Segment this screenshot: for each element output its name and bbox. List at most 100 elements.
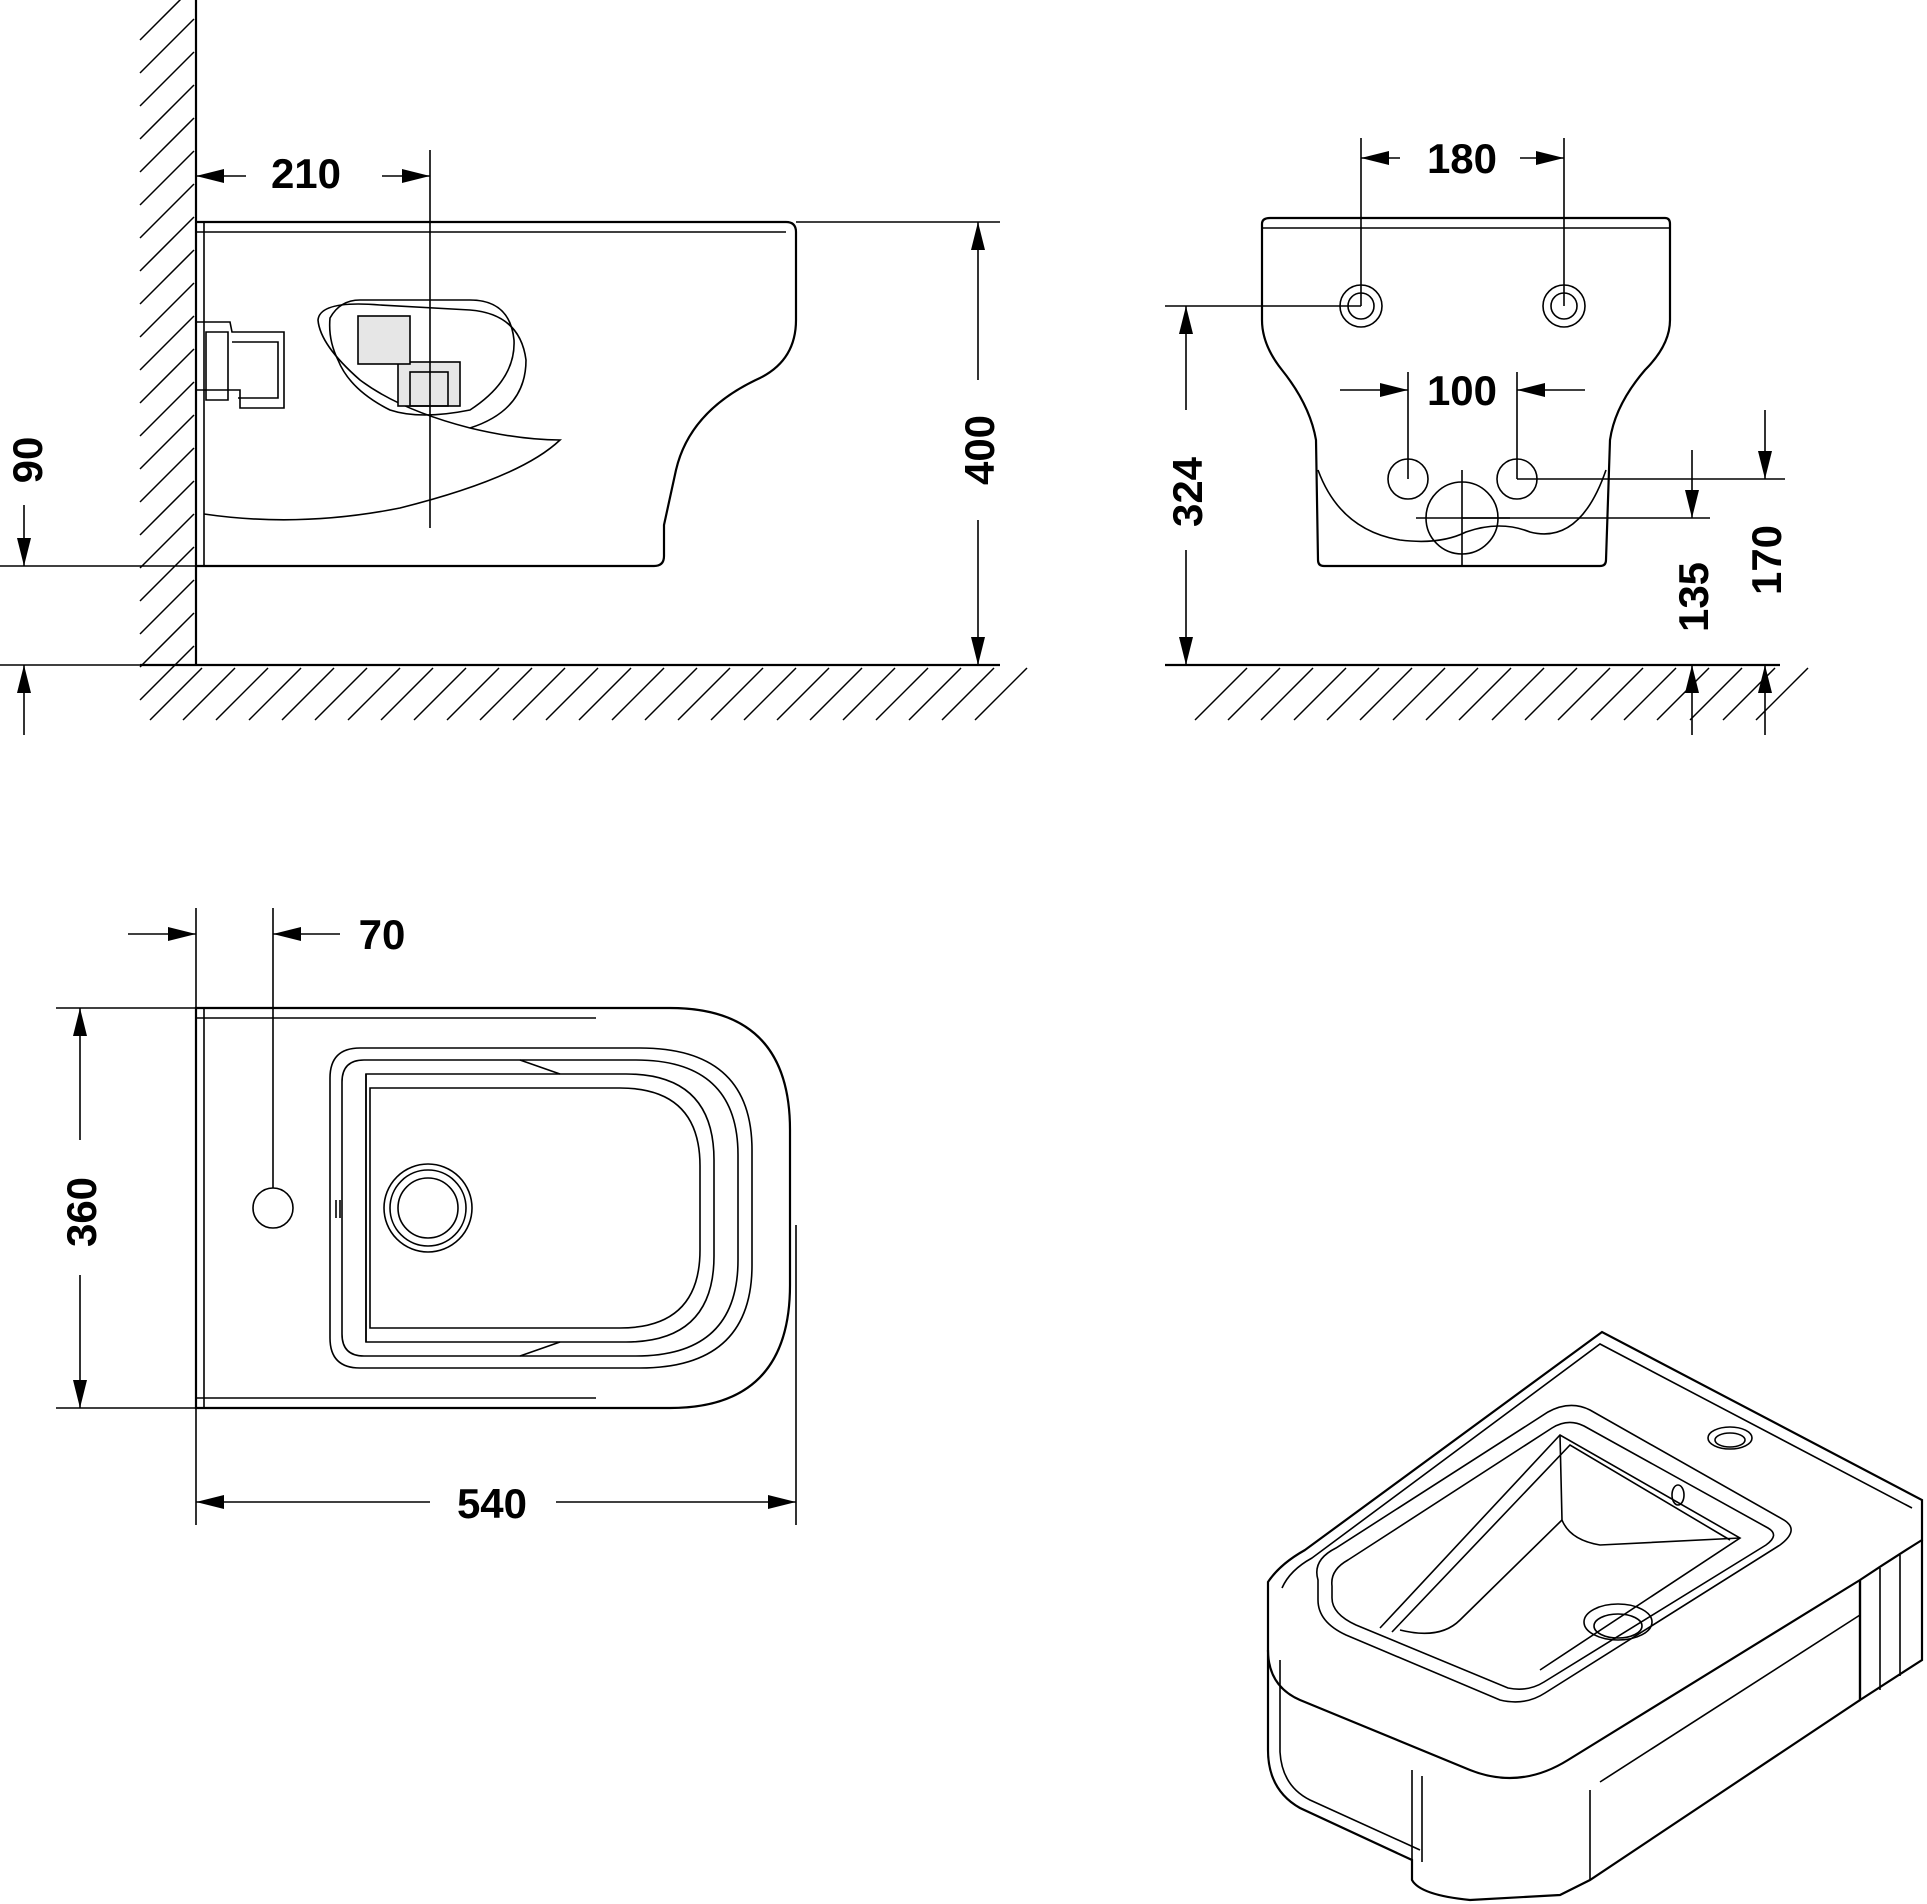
hatch-line [1392, 667, 1446, 721]
hatch-line [139, 612, 195, 668]
hatch-line [248, 667, 302, 721]
dim-540: 540 [457, 1480, 527, 1527]
side-outlet-section [397, 361, 461, 407]
hatch-line [139, 216, 195, 272]
top-view: 70 360 540 [56, 908, 797, 1527]
hatch-line [1458, 667, 1512, 721]
hatch-line [1227, 667, 1281, 721]
side-inlet-fitting-2 [205, 331, 279, 401]
hatch-line [139, 249, 195, 305]
side-view: 210 400 90 [0, 0, 1028, 735]
hatch-line [347, 667, 401, 721]
hatch-line [809, 667, 863, 721]
hatch-line [479, 667, 533, 721]
hatch-line [380, 667, 434, 721]
side-bowl-inner [328, 299, 515, 416]
iso-side-face [1858, 1540, 1924, 1703]
top-rim-outer [329, 1047, 753, 1369]
isometric-view [1266, 1330, 1924, 1902]
top-body-outline [194, 1006, 792, 1410]
hatch-line [1425, 667, 1479, 721]
dim-180: 180 [1427, 135, 1497, 182]
hatch-line [139, 447, 195, 503]
hatch-line [139, 348, 195, 404]
hatch-line [974, 667, 1028, 721]
side-outlet-inner [409, 371, 449, 407]
iso-overflow [1671, 1484, 1685, 1506]
dim-90: 90 [4, 437, 51, 484]
hatch-line [875, 667, 929, 721]
hatch-line [139, 645, 195, 701]
hatch-line [512, 667, 566, 721]
hatch-line [139, 513, 195, 569]
iso-rim-line [1281, 1343, 1913, 1589]
hatch-line [644, 667, 698, 721]
wall-hatch [139, 0, 195, 701]
hatch-line [710, 667, 764, 721]
iso-tap-hole [1707, 1426, 1753, 1450]
side-bowl-section [203, 303, 563, 521]
iso-top-surface [1266, 1330, 1924, 1780]
hatch-line [182, 667, 236, 721]
iso-bowl-inner [1331, 1421, 1775, 1690]
top-tap-hole [252, 1187, 294, 1229]
hatch-line [139, 381, 195, 437]
hatch-line [1590, 667, 1644, 721]
hatch-line [1260, 667, 1314, 721]
iso-bowl-rim [1316, 1404, 1792, 1703]
hatch-line [908, 667, 962, 721]
hatch-line [1524, 667, 1578, 721]
dim-70: 70 [359, 911, 406, 958]
iso-bowl-wall [1379, 1433, 1742, 1671]
dim-324: 324 [1164, 456, 1211, 527]
hatch-line [281, 667, 335, 721]
hatch-line [941, 667, 995, 721]
front-body-outline [1260, 216, 1672, 568]
dim-170: 170 [1743, 525, 1790, 595]
hatch-line [139, 150, 195, 206]
hatch-line [842, 667, 896, 721]
hatch-line [1557, 667, 1611, 721]
hatch-line [743, 667, 797, 721]
hatch-line [1623, 667, 1677, 721]
dim-360: 360 [58, 1177, 105, 1247]
side-inlet-fitting [196, 321, 285, 409]
hatch-line [139, 18, 195, 74]
hatch-line [139, 117, 195, 173]
hatch-line [1689, 667, 1743, 721]
hatch-line [139, 546, 195, 602]
side-drain-section [357, 315, 411, 365]
dim-400: 400 [956, 415, 1003, 485]
hatch-line [149, 667, 203, 721]
dim-135: 135 [1670, 562, 1717, 632]
front-bowl-curve [1317, 469, 1607, 543]
hatch-line [139, 480, 195, 536]
hatch-line [1359, 667, 1413, 721]
hatch-line [1194, 667, 1248, 721]
hatch-line [139, 0, 182, 41]
hatch-line [215, 667, 269, 721]
floor-hatch [1194, 667, 1809, 721]
hatch-line [139, 84, 195, 140]
dim-210: 210 [271, 150, 341, 197]
hatch-line [139, 51, 195, 107]
top-rim-inner [341, 1059, 739, 1357]
hatch-line [139, 579, 195, 635]
hatch-line [139, 315, 195, 371]
top-drain-inner [397, 1177, 459, 1239]
hatch-line [1326, 667, 1380, 721]
hatch-line [1491, 667, 1545, 721]
hatch-line [776, 667, 830, 721]
hatch-line [413, 667, 467, 721]
hatch-line [446, 667, 500, 721]
floor-hatch [149, 667, 1028, 721]
hatch-line [139, 183, 195, 239]
top-bowl-inner [369, 1087, 701, 1329]
top-bowl-outer [365, 1073, 715, 1343]
top-drain-outer [383, 1163, 473, 1253]
hatch-line [611, 667, 665, 721]
iso-front-face [1266, 1580, 1862, 1902]
hatch-line [314, 667, 368, 721]
side-body-outline [196, 220, 798, 568]
